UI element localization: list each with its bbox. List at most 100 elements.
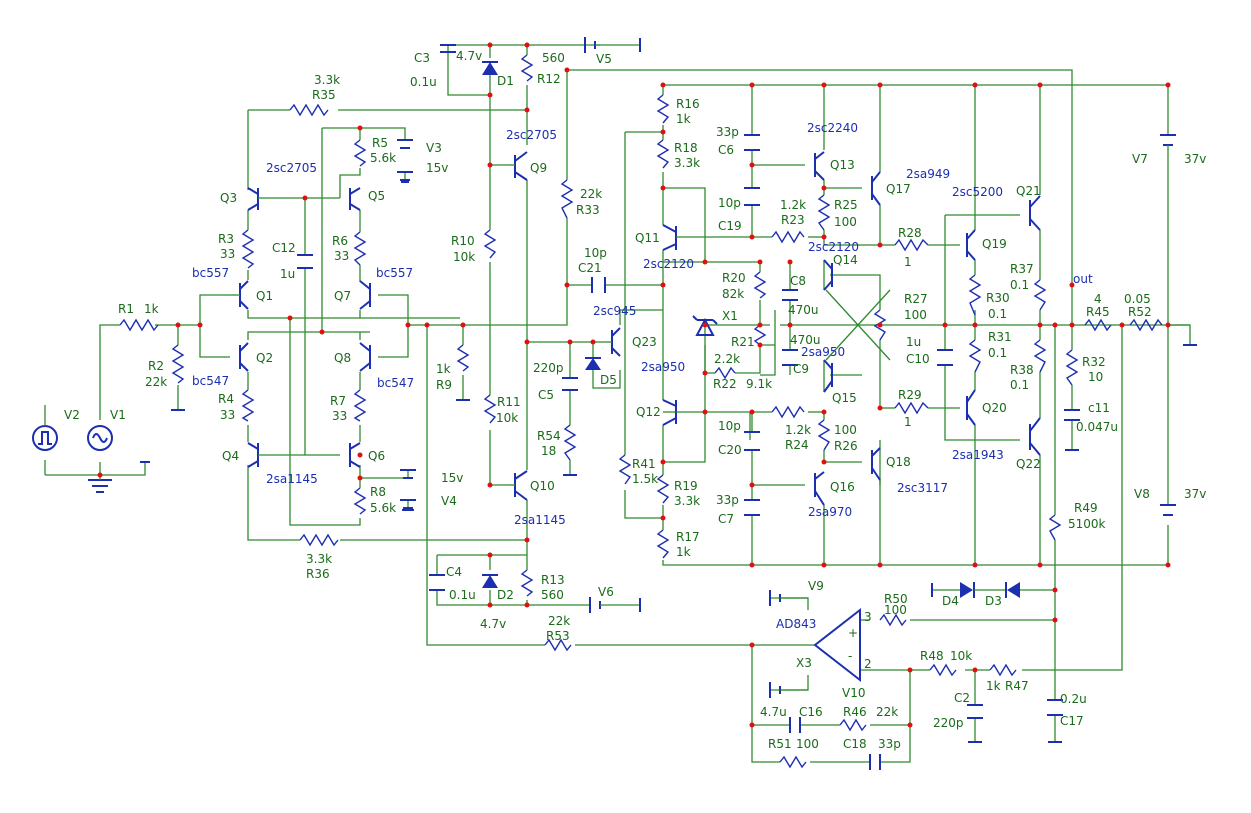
label-r38-value: 0.1 [1010,378,1029,392]
label-c10-value: 1u [906,335,921,349]
label-q1-type: bc557 [192,266,229,280]
label-q9: Q9 [530,161,547,175]
label-v4-value: 15v [441,471,463,485]
capacitor-c18 [869,754,881,770]
label-r27: R27 [904,292,928,306]
label-r50-value: 100 [884,603,907,617]
battery-v7 [1160,134,1176,165]
resistor-r37 [1033,279,1047,311]
transistor-q10 [508,470,528,501]
label-q11-type: 2sc2120 [643,257,694,271]
label-q17-type: 2sa949 [906,167,950,181]
label-q15: Q15 [832,391,857,405]
resistor-r53 [544,638,572,652]
label-q16: Q16 [830,480,855,494]
label-r13: R13 [541,573,565,587]
label-d2-value: 4.7v [480,617,506,631]
label-r26-value: 100 [834,423,857,437]
label-r28: R28 [898,226,922,240]
capacitor-c20 [744,431,760,451]
label-r46: R46 [843,705,867,719]
resistor-r3 [241,229,255,269]
label-r22-value: 9.1k [746,377,772,391]
label-c17-value: 0.2u [1060,692,1087,706]
label-r16: R16 [676,97,700,111]
label-q3-type: 2sc2705 [266,161,317,175]
label-pin2: 2 [864,657,872,671]
resistor-r24 [771,405,805,419]
grounds [88,181,1197,743]
resistor-r8 [353,487,367,515]
resistor-r21 [753,324,767,346]
battery-v9 [769,590,808,606]
label-d1-value: 4.7v [456,49,482,63]
label-c12: C12 [272,241,296,255]
label-r49-value: 5100k [1068,517,1106,531]
label-q1: Q1 [256,289,273,303]
label-c8: C8 [790,274,806,288]
capacitor-c9 [782,349,798,366]
label-c11: c11 [1088,401,1110,415]
label-q10: Q10 [530,479,555,493]
label-r37-value: 0.1 [1010,278,1029,292]
capacitor-c3 [440,44,456,53]
label-r23: R23 [781,213,805,227]
ground-icon [88,479,112,493]
label-q20-type: 2sa1943 [952,448,1004,462]
label-v3: V3 [426,141,442,155]
label-c20: C20 [718,443,742,457]
label-v3-value: 15v [426,161,448,175]
label-q2: Q2 [256,351,273,365]
label-r54: R54 [537,429,561,443]
transistor-q8 [359,342,371,372]
label-r21: R21 [731,335,755,349]
junctions [97,42,1171,728]
label-r9: R9 [436,378,452,392]
resistor-r32 [1065,349,1079,386]
label-q8-type: bc547 [377,376,414,390]
resistor-r49 [1048,514,1062,541]
label-r4: R4 [218,392,234,406]
resistor-r26 [817,419,831,451]
label-q2-type: bc547 [192,374,229,388]
label-q10-type: 2sa1145 [514,513,566,527]
label-d3: D3 [985,594,1002,608]
label-r51-value: 100 [796,737,819,751]
label-v6: V6 [598,585,614,599]
label-v7: V7 [1132,152,1148,166]
capacitor-c4 [429,574,445,591]
resistor-r47 [989,663,1017,677]
label-r8: R8 [370,485,386,499]
batteries [584,37,1176,698]
label-c21-value: 10p [584,246,607,260]
label-q7: Q7 [334,289,351,303]
transistor-q19 [966,229,976,261]
resistor-r46 [839,718,867,732]
battery-v6 [589,597,641,613]
label-out: out [1073,272,1093,286]
label-c19: C19 [718,219,742,233]
resistor-r48 [929,663,957,677]
label-c9-value: 470u [790,333,821,347]
resistor-r51 [779,755,807,769]
transistor-q3 [247,187,265,211]
transistor-q21 [1029,195,1041,231]
pulse-source-v2 [32,405,58,451]
sine-source-v1 [87,425,113,451]
label-r17-value: 1k [676,545,691,559]
capacitor-c12 [297,254,313,269]
label-c18-value: 33p [878,737,901,751]
label-r21-value: 2.2k [714,352,740,366]
resistor-r22 [714,366,736,380]
resistor-r41 [618,454,632,485]
resistor-r11 [483,394,497,424]
label-r2: R2 [148,359,164,373]
label-c3-value: 0.1u [410,75,437,89]
label-r17: R17 [676,530,700,544]
transistor-q20 [966,389,976,426]
label-q8: Q8 [334,351,351,365]
label-r52: R52 [1128,305,1152,319]
label-c17: C17 [1060,714,1084,728]
resistors [119,54,1163,769]
label-v8-value: 37v [1184,487,1206,501]
